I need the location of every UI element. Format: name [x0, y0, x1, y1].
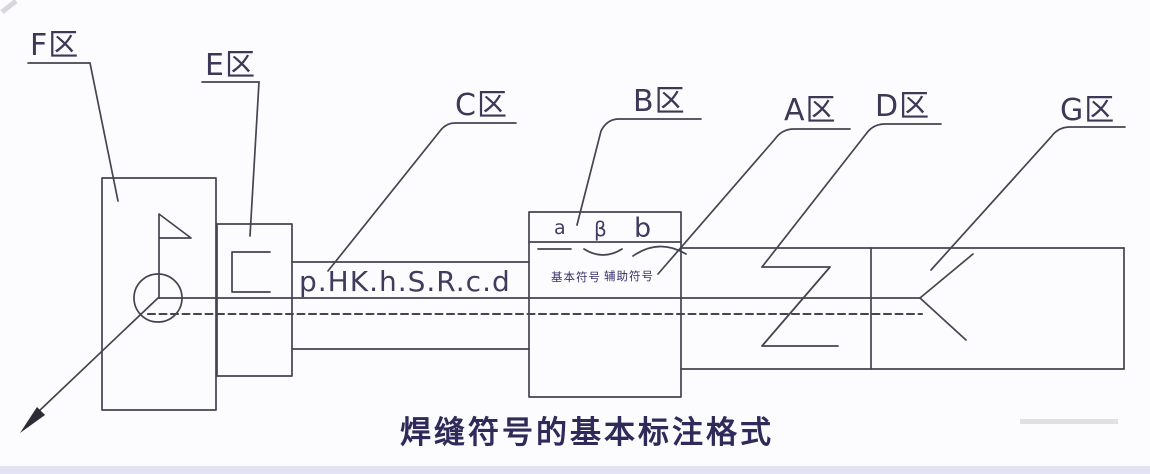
zone-c-label: C区	[455, 88, 508, 123]
bottom-edge-band	[0, 466, 1150, 474]
zone-g-leader-line	[930, 126, 1126, 271]
zone-b-box	[528, 211, 682, 398]
basic-symbol-label: 基本符号	[551, 270, 601, 284]
concave-surface-symbol-icon	[583, 248, 623, 256]
scan-artifact-smudge	[1020, 419, 1118, 424]
figure-caption: 焊缝符号的基本标注格式	[400, 415, 774, 451]
zone-e-leader-line	[201, 81, 260, 237]
zone-e-box	[216, 223, 293, 377]
symbol-box-letter-a: a	[554, 217, 566, 239]
convex-surface-symbol-icon	[632, 245, 687, 257]
zone-c-leader-line	[327, 122, 517, 272]
arrow-line	[37, 297, 159, 413]
zone-f-label: F区	[30, 28, 79, 63]
zone-f-box	[101, 177, 217, 411]
tail-fork-lower-prong	[919, 297, 967, 341]
symbol-box-letter-beta: β	[594, 217, 607, 241]
arrowhead-icon	[20, 407, 45, 433]
zone-b-leader-line	[576, 118, 702, 226]
zone-a-label: A区	[784, 93, 837, 128]
open-square-symbol-icon	[231, 251, 271, 293]
field-weld-flag-icon	[158, 213, 192, 299]
staggered-intermittent-weld-z-symbol	[761, 266, 839, 347]
zone-g-label: G区	[1060, 93, 1115, 128]
tail-fork-upper-prong	[919, 253, 974, 299]
zone-d-label: D区	[875, 89, 930, 124]
corner-scan-mark	[0, 0, 18, 14]
auxiliary-symbol-label: 辅助符号	[604, 269, 654, 283]
zone-b-label: B区	[633, 84, 686, 119]
zone-e-label: E区	[205, 48, 256, 83]
weld-size-string: p.HK.h.S.R.c.d	[299, 265, 511, 298]
symbol-box-letter-b: b	[634, 213, 651, 244]
zone-f-leader-line	[27, 62, 119, 202]
zone-d-leader-line	[761, 123, 942, 268]
zone-a-leader-line	[657, 128, 851, 275]
